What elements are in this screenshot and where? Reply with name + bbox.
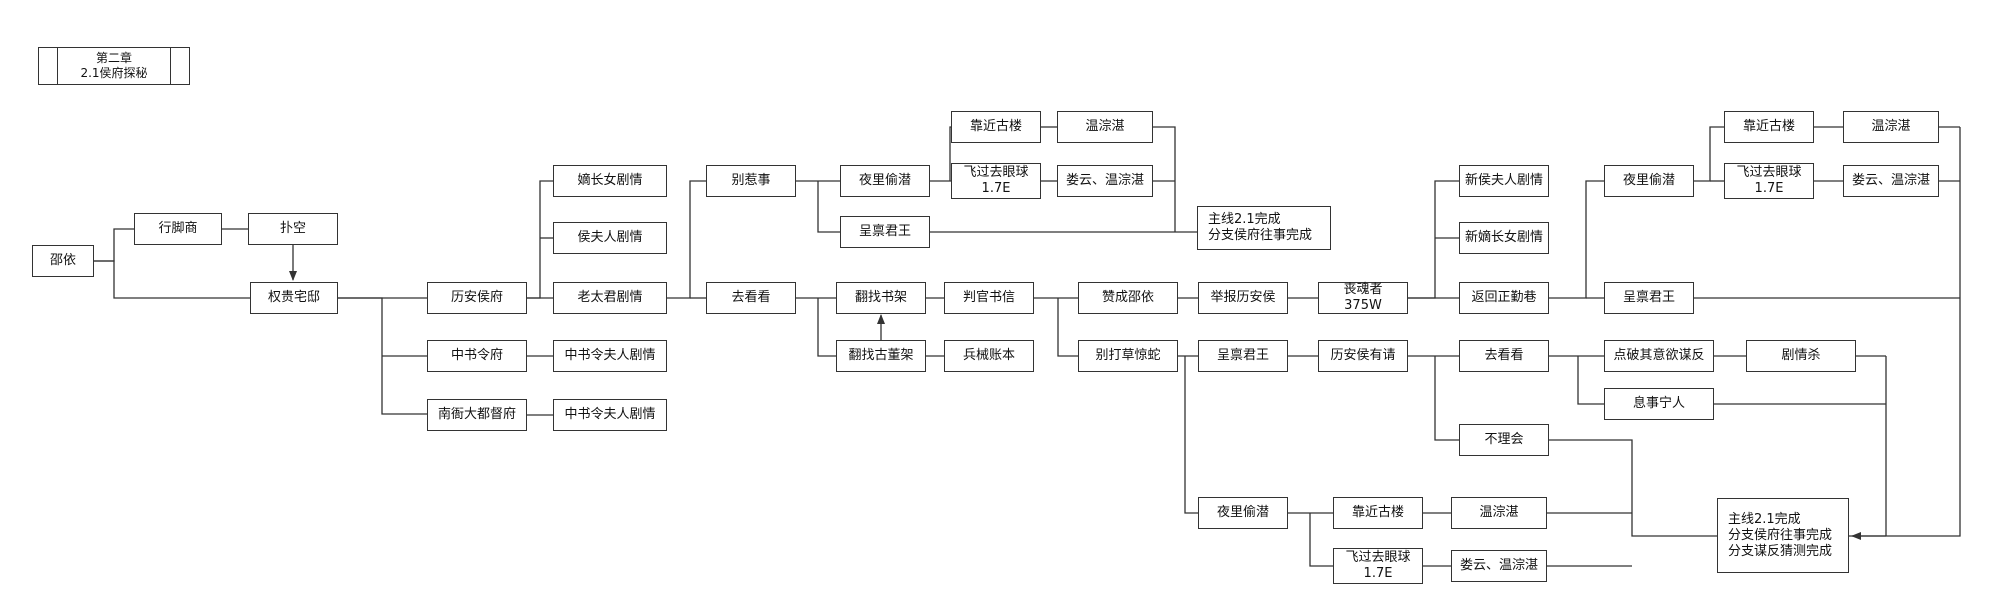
connector (1408, 180, 1459, 299)
chapter-label: 第二章 (95, 51, 132, 65)
connector (1309, 513, 1333, 567)
flow-node: 兵械账本 (944, 340, 1034, 372)
flow-node: 判官书信 (944, 282, 1034, 314)
connector (1057, 298, 1078, 357)
flow-node: 温淙湛 (1057, 111, 1153, 143)
flow-node: 中书令夫人剧情 (553, 340, 667, 372)
flow-node: 别惹事 (706, 165, 796, 197)
flow-node: 呈禀君王 (1604, 282, 1694, 314)
connector (1549, 439, 1717, 537)
flow-node: 老太君剧情 (553, 282, 667, 314)
flow-node: 侯夫人剧情 (553, 222, 667, 254)
flow-node: 去看看 (706, 282, 796, 314)
flow-node: 新嫡长女剧情 (1459, 222, 1549, 254)
flow-node: 返回正勤巷 (1459, 282, 1549, 314)
section-label: 2.1侯府探秘 (80, 66, 148, 80)
connector (1694, 126, 1724, 182)
flow-node: 嫡长女剧情 (553, 165, 667, 197)
flow-node: 中书令夫人剧情 (553, 399, 667, 431)
flow-node: 中书令府 (427, 340, 527, 372)
flow-node: 翻找古董架 (836, 340, 926, 372)
flow-node: 不理会 (1459, 424, 1549, 456)
flow-node: 娄云、温淙湛 (1843, 165, 1939, 197)
connector (94, 260, 250, 299)
flow-node: 剧情杀 (1746, 340, 1856, 372)
flow-node: 娄云、温淙湛 (1451, 550, 1547, 582)
flow-node: 夜里偷潜 (840, 165, 930, 197)
flow-node: 主线2.1完成 分支侯府往事完成 分支谋反猜测完成 (1717, 498, 1849, 573)
flow-node: 夜里偷潜 (1604, 165, 1694, 197)
flow-node: 权贵宅邸 (250, 282, 338, 314)
flow-node: 新侯夫人剧情 (1459, 165, 1549, 197)
flow-node: 靠近古楼 (1333, 497, 1423, 529)
flow-node: 翻找书架 (836, 282, 926, 314)
connector-lines (94, 126, 1961, 567)
flow-node: 邵依 (32, 245, 94, 277)
flow-node: 赞成邵依 (1078, 282, 1178, 314)
flow-node: 历安侯府 (427, 282, 527, 314)
connector (1549, 180, 1604, 299)
chapter-title-text: 第二章 2.1侯府探秘 (39, 51, 189, 81)
flow-node: 点破其意欲谋反 (1604, 340, 1714, 372)
connector (949, 126, 951, 181)
flow-node: 举报历安侯 (1198, 282, 1288, 314)
flow-node: 呈禀君王 (1198, 340, 1288, 372)
flow-node: 别打草惊蛇 (1078, 340, 1178, 372)
flow-node: 娄云、温淙湛 (1057, 165, 1153, 197)
flow-node: 南衙大都督府 (427, 399, 527, 431)
connector (667, 180, 706, 299)
connector (1153, 126, 1176, 232)
flow-node: 飞过去眼球 1.7E (951, 163, 1041, 199)
connector (94, 228, 134, 262)
flow-node: 夜里偷潜 (1198, 497, 1288, 529)
flow-node: 飞过去眼球 1.7E (1333, 548, 1423, 584)
flow-node: 靠近古楼 (951, 111, 1041, 143)
flow-node: 息事宁人 (1604, 388, 1714, 420)
connector (817, 298, 836, 357)
flow-node: 丧魂者 375W (1318, 282, 1408, 314)
connector (1577, 356, 1604, 405)
flow-node: 温淙湛 (1843, 111, 1939, 143)
connector (817, 181, 840, 233)
connector (527, 180, 553, 299)
title-left-bar (57, 48, 58, 84)
flow-node: 温淙湛 (1451, 497, 1547, 529)
flow-node: 扑空 (248, 213, 338, 245)
connector (1184, 356, 1198, 514)
flow-node: 飞过去眼球 1.7E (1724, 163, 1814, 199)
flow-node: 主线2.1完成 分支侯府往事完成 (1197, 206, 1331, 250)
chapter-title-box: 第二章 2.1侯府探秘 (38, 47, 190, 85)
connector (1434, 356, 1459, 441)
title-right-bar (170, 48, 171, 84)
flow-node: 行脚商 (134, 213, 222, 245)
flow-node: 历安侯有请 (1318, 340, 1408, 372)
flow-node: 靠近古楼 (1724, 111, 1814, 143)
flow-node: 呈禀君王 (840, 216, 930, 248)
flow-node: 去看看 (1459, 340, 1549, 372)
